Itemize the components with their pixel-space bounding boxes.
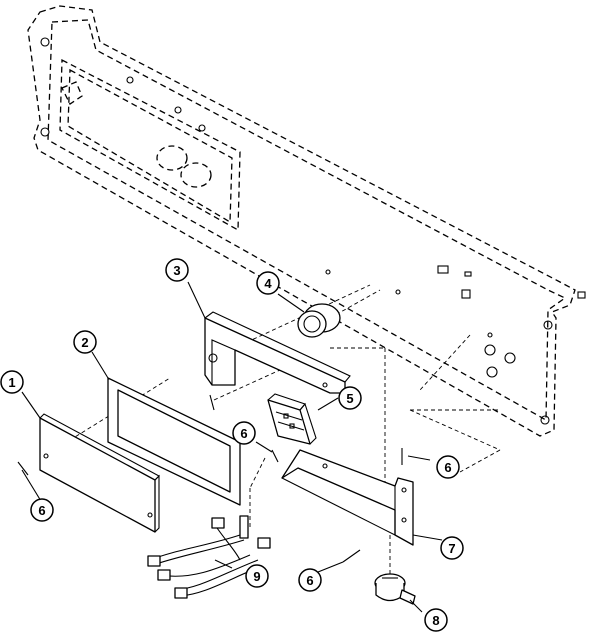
callout-4: 4 [256,271,280,295]
callouts: 1 2 3 4 5 6 6 6 [0,258,464,632]
console-panel-outline [27,5,586,437]
part-grommet [297,303,341,338]
leader-lines [21,281,443,613]
part-pressure-switch [374,573,416,605]
svg-text:6: 6 [306,573,313,588]
callout-5: 5 [338,386,362,410]
callout-2: 2 [73,330,97,354]
screws [17,394,403,563]
callout-8: 8 [424,608,448,632]
callout-6-left: 6 [30,498,54,522]
svg-text:3: 3 [173,263,180,278]
part-lower-bracket [281,449,414,546]
svg-text:6: 6 [38,503,45,518]
callout-7: 7 [440,536,464,560]
svg-text:7: 7 [448,541,455,556]
callout-6-right: 6 [436,455,460,479]
svg-text:9: 9 [253,569,260,584]
svg-text:6: 6 [444,460,451,475]
svg-text:4: 4 [264,276,272,291]
callout-9: 9 [245,564,269,588]
part-upper-bracket [204,311,351,394]
svg-text:6: 6 [240,426,247,441]
part-gasket-frame [107,377,241,506]
svg-text:5: 5 [346,391,353,406]
svg-text:1: 1 [8,375,15,390]
callout-1: 1 [0,370,24,394]
svg-text:8: 8 [432,613,439,628]
svg-text:2: 2 [81,335,88,350]
part-wire-harness [147,515,271,599]
part-cover-plate [39,413,160,533]
callout-6-bottom: 6 [298,568,322,592]
callout-3: 3 [165,258,189,282]
part-switch-block [267,393,317,445]
callout-6-switch: 6 [232,421,256,445]
